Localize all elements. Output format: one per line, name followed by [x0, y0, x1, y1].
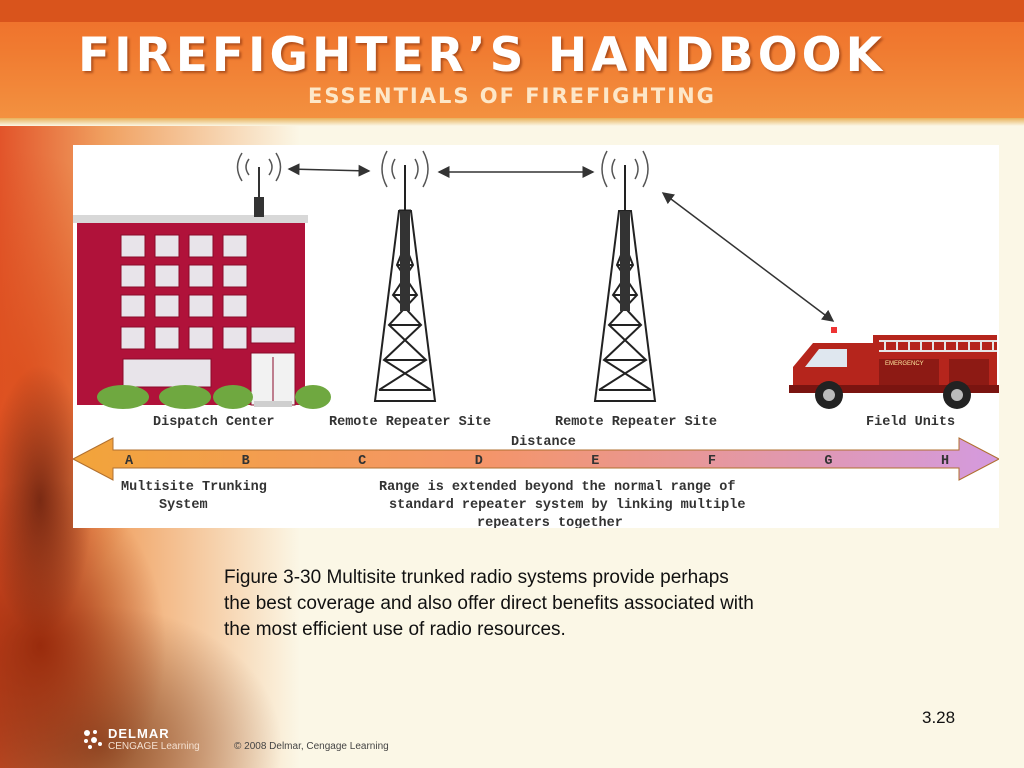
note-right-line-3: repeaters together	[477, 516, 623, 528]
page-number: 3.28	[922, 708, 956, 727]
distance-marker-c: C	[358, 454, 366, 469]
distance-marker-a: A	[125, 454, 134, 469]
truck-ladder	[879, 340, 997, 352]
distance-marker-b: B	[242, 454, 250, 469]
tower1-signal-icon	[381, 150, 429, 188]
slide-subtitle: ESSENTIALS OF FIREFIGHTING	[308, 84, 716, 108]
label-repeater-site-1: Remote Repeater Site	[329, 415, 491, 430]
note-right-line-2: standard repeater system by linking mult…	[389, 498, 745, 513]
repeater-tower-2	[593, 165, 657, 402]
header-divider	[0, 118, 1024, 126]
repeater-tower-1	[373, 165, 437, 402]
distance-arrow	[73, 437, 999, 481]
label-field-units: Field Units	[866, 415, 955, 430]
distance-marker-e: E	[591, 454, 599, 469]
caption-line-2: the best coverage and also offer direct …	[224, 593, 754, 614]
tower2-signal-icon	[601, 150, 649, 188]
delmar-logo-icon	[84, 730, 102, 749]
label-distance: Distance	[511, 435, 576, 450]
truck-windshield	[805, 349, 847, 367]
logo-text-delmar: DELMAR	[108, 726, 170, 741]
dispatch-signal-icon	[236, 152, 282, 182]
dispatch-antenna	[254, 197, 264, 217]
link-arrow-dispatch-tower1	[287, 163, 371, 177]
truck-emergency-label: EMERGENCY	[885, 361, 924, 367]
note-right-line-1: Range is extended beyond the normal rang…	[379, 480, 735, 495]
label-dispatch-center: Dispatch Center	[153, 415, 275, 430]
radio-system-diagram: EMERGENCY Dispatch Center Remote Repeate…	[73, 145, 999, 528]
slide-header: FIREFIGHTER’S HANDBOOK ESSENTIALS OF FIR…	[0, 0, 1024, 118]
dispatch-building	[73, 152, 331, 409]
link-arrow-tower2-field	[661, 192, 835, 322]
copyright-text: © 2008 Delmar, Cengage Learning	[234, 741, 389, 752]
fire-truck: EMERGENCY	[789, 327, 999, 409]
slide-title: FIREFIGHTER’S HANDBOOK	[78, 28, 887, 83]
truck-cab	[793, 343, 873, 393]
building-roof	[73, 215, 308, 223]
note-left-line-1: Multisite Trunking	[121, 480, 267, 495]
truck-light-icon	[831, 327, 837, 333]
diagram-svg: EMERGENCY Dispatch Center Remote Repeate…	[73, 150, 999, 528]
header-top-strip	[0, 0, 1024, 22]
figure-caption: Figure 3-30 Multisite trunked radio syst…	[224, 565, 884, 643]
label-repeater-site-2: Remote Repeater Site	[555, 415, 717, 430]
note-left-line-2: System	[159, 498, 208, 513]
building-windows	[120, 234, 296, 388]
distance-letter-markers: A B C D E F G H	[125, 454, 949, 469]
logo-text-cengage: CENGAGE Learning	[108, 741, 200, 752]
distance-marker-d: D	[475, 454, 483, 469]
distance-marker-h: H	[941, 454, 949, 469]
caption-line-1: Figure 3-30 Multisite trunked radio syst…	[224, 567, 729, 588]
caption-line-3: the most efficient use of radio resource…	[224, 619, 566, 640]
distance-marker-f: F	[708, 454, 716, 469]
delmar-logo: DELMAR CENGAGE Learning	[82, 726, 232, 754]
distance-marker-g: G	[824, 454, 832, 469]
building-shrubs	[97, 385, 331, 409]
